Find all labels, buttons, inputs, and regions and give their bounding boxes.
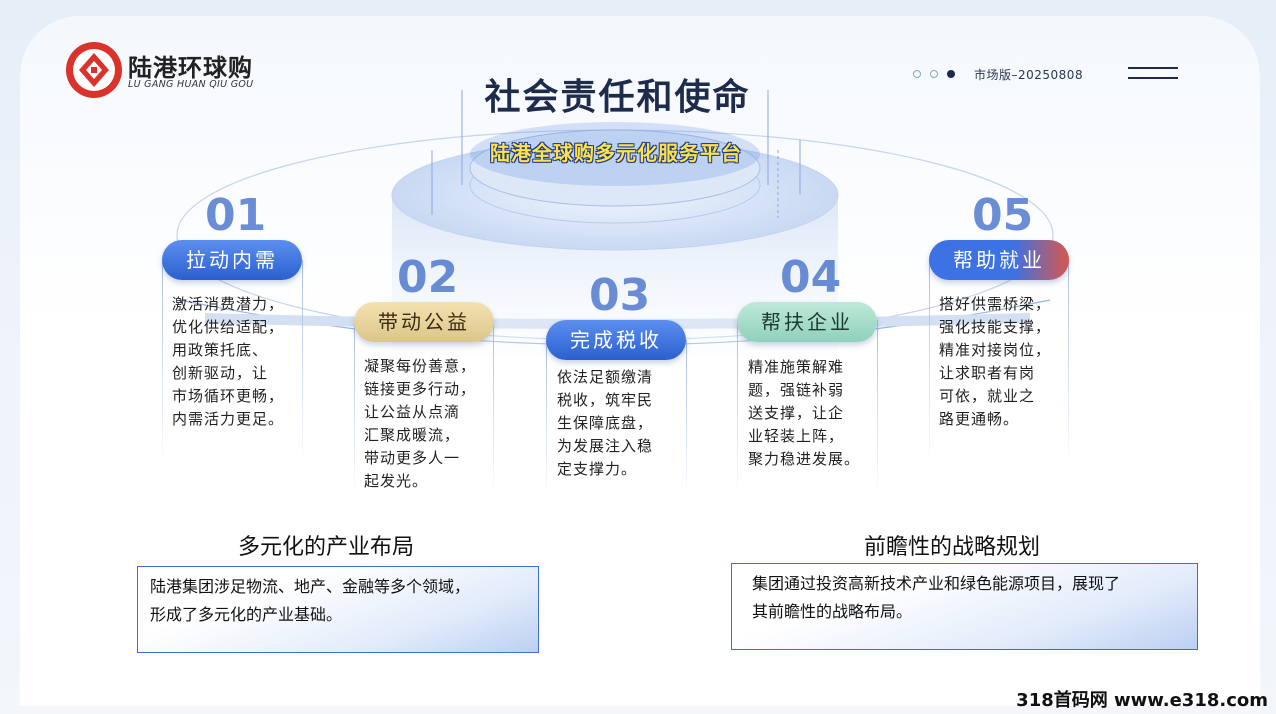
menu-icon-line[interactable] bbox=[1128, 67, 1178, 69]
brand-logo-icon bbox=[66, 42, 122, 98]
page-subtitle: 陆港全球购多元化服务平台 bbox=[490, 141, 742, 165]
section-title-left: 多元化的产业布局 bbox=[238, 535, 415, 560]
item-description: 凝聚每份善意， 链接更多行动， 让公益从点滴 汇聚成暖流， 带动更多人一 起发光… bbox=[364, 357, 477, 490]
item-label-pill: 帮助就业 bbox=[929, 240, 1069, 280]
version-label: 市场版–20250808 bbox=[974, 68, 1084, 82]
column-divider bbox=[737, 320, 738, 500]
item-label-pill: 带动公益 bbox=[354, 302, 494, 342]
brand-name: 陆港环球购 bbox=[128, 54, 253, 82]
item-description: 精准施策解难 题，强链补弱 送支撑，让企 业轻装上阵， 聚力稳进发展。 bbox=[748, 358, 861, 468]
item-label-pill: 帮扶企业 bbox=[737, 302, 877, 342]
column-divider bbox=[1068, 260, 1069, 470]
brand-name-en: LU GANG HUAN QIU GOU bbox=[128, 79, 254, 90]
section-title-right: 前瞻性的战略规划 bbox=[864, 535, 1041, 560]
column-divider bbox=[493, 320, 494, 500]
menu-icon-line[interactable] bbox=[1128, 77, 1178, 79]
column-divider bbox=[162, 260, 163, 470]
page-dot-active[interactable] bbox=[947, 70, 955, 78]
item-description: 搭好供需桥梁， 强化技能支撑， 精准对接岗位， 让求职者有岗 可依，就业之 路更… bbox=[939, 295, 1052, 428]
item-number: 04 bbox=[780, 252, 842, 303]
item-description: 依法足额缴清 税收，筑牢民 生保障底盘， 为发展注入稳 定支撑力。 bbox=[557, 368, 654, 478]
section-box-left: 陆港集团涉足物流、地产、金融等多个领域， 形成了多元化的产业基础。 bbox=[137, 566, 539, 653]
item-label-pill: 拉动内需 bbox=[162, 240, 302, 280]
page-dot[interactable] bbox=[913, 70, 921, 78]
item-description: 激活消费潜力， 优化供给适配， 用政策托底、 创新驱动，让 市场循环更畅， 内需… bbox=[172, 295, 285, 428]
item-number: 02 bbox=[397, 252, 459, 303]
column-divider bbox=[686, 340, 687, 500]
page-dot[interactable] bbox=[930, 70, 938, 78]
watermark-text: 318首码网 www.e318.com bbox=[1016, 690, 1268, 711]
column-divider bbox=[546, 340, 547, 500]
column-divider bbox=[302, 260, 303, 470]
item-number: 03 bbox=[589, 270, 651, 321]
item-number: 05 bbox=[972, 190, 1034, 241]
column-divider bbox=[877, 320, 878, 500]
item-number: 01 bbox=[205, 190, 267, 241]
column-divider bbox=[929, 260, 930, 470]
item-label-pill: 完成税收 bbox=[546, 320, 686, 360]
section-box-right: 集团通过投资高新技术产业和绿色能源项目，展现了 其前瞻性的战略布局。 bbox=[731, 563, 1198, 650]
page-title: 社会责任和使命 bbox=[484, 77, 751, 118]
column-divider bbox=[354, 320, 355, 500]
